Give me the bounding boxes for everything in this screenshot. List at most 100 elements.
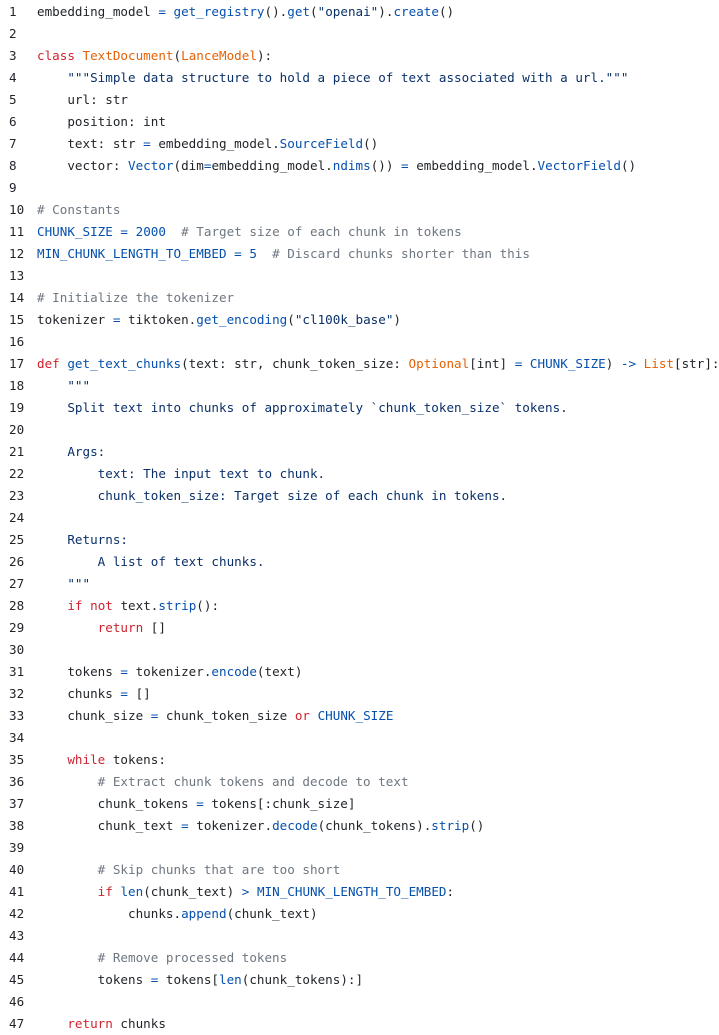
- line-number: 15: [9, 312, 25, 327]
- code-token: embedding_model.: [408, 158, 538, 173]
- code-line: 32 chunks = []: [0, 683, 719, 705]
- line-content: tokenizer = tiktoken.get_encoding("cl100…: [37, 309, 401, 331]
- code-token: "openai": [317, 4, 379, 19]
- line-number: 12: [9, 246, 25, 261]
- line-number: 28: [9, 598, 25, 613]
- code-line: 40 # Skip chunks that are too short: [0, 859, 719, 881]
- code-token: url: str: [37, 92, 128, 107]
- code-token: """: [67, 378, 91, 393]
- line-number: 33: [9, 708, 25, 723]
- code-line: 7 text: str = embedding_model.SourceFiel…: [0, 133, 719, 155]
- code-token: CHUNK_SIZE: [529, 356, 606, 371]
- code-line: 10# Constants: [0, 199, 719, 221]
- line-content: Split text into chunks of approximately …: [37, 397, 568, 419]
- code-token: "cl100k_base": [294, 312, 394, 327]
- code-token: [37, 620, 98, 635]
- line-content: text: str = embedding_model.SourceField(…: [37, 133, 378, 155]
- line-number: 25: [9, 532, 25, 547]
- code-token: not: [90, 598, 113, 613]
- line-number: 23: [9, 488, 25, 503]
- code-token: # Constants: [37, 202, 121, 217]
- line-number: 3: [9, 48, 17, 63]
- code-token: position: int: [37, 114, 166, 129]
- code-token: =: [143, 136, 151, 151]
- line-number: 18: [9, 378, 25, 393]
- line-content: # Initialize the tokenizer: [37, 287, 234, 309]
- line-content: chunks.append(chunk_text): [37, 903, 318, 925]
- code-token: """Simple data structure to hold a piece…: [67, 70, 629, 85]
- line-number: 7: [9, 136, 17, 151]
- line-number: 17: [9, 356, 25, 371]
- code-token: chunk_token_size: Target size of each ch…: [97, 488, 508, 503]
- code-token: [37, 752, 67, 767]
- code-token: get_registry: [173, 4, 265, 19]
- code-token: chunk_text: [37, 818, 182, 833]
- line-content: # Constants: [37, 199, 120, 221]
- code-token: [str]:: [674, 356, 719, 371]
- code-token: """: [67, 576, 91, 591]
- line-number: 16: [9, 334, 25, 349]
- line-content: Returns:: [37, 529, 128, 551]
- line-content: # Extract chunk tokens and decode to tex…: [37, 771, 409, 793]
- code-token: [37, 488, 98, 503]
- code-token: MIN_CHUNK_LENGTH_TO_EMBED: [256, 884, 447, 899]
- code-token: tokenizer.: [128, 664, 212, 679]
- code-line: 39: [0, 837, 719, 859]
- code-token: embedding_model.: [211, 158, 333, 173]
- code-line: 29 return []: [0, 617, 719, 639]
- line-content: MIN_CHUNK_LENGTH_TO_EMBED = 5 # Discard …: [37, 243, 530, 265]
- code-line: 16: [0, 331, 719, 353]
- line-number: 24: [9, 510, 25, 525]
- code-token: [37, 400, 67, 415]
- code-line: 36 # Extract chunk tokens and decode to …: [0, 771, 719, 793]
- code-token: Optional: [408, 356, 470, 371]
- code-line: 34: [0, 727, 719, 749]
- code-line: 44 # Remove processed tokens: [0, 947, 719, 969]
- code-token: [83, 598, 91, 613]
- code-token: [37, 532, 67, 547]
- code-token: [37, 884, 98, 899]
- line-content: tokens = tokens[len(chunk_tokens):]: [37, 969, 363, 991]
- code-token: =: [150, 972, 159, 987]
- code-token: [128, 224, 136, 239]
- line-number: 4: [9, 70, 17, 85]
- code-token: # Remove processed tokens: [97, 950, 288, 965]
- code-line: 21 Args:: [0, 441, 719, 463]
- line-number: 29: [9, 620, 25, 635]
- line-content: A list of text chunks.: [37, 551, 265, 573]
- code-token: def: [37, 356, 60, 371]
- code-line: 28 if not text.strip():: [0, 595, 719, 617]
- code-token: [166, 4, 174, 19]
- code-token: Split text into chunks of approximately …: [67, 400, 568, 415]
- code-line: 14# Initialize the tokenizer: [0, 287, 719, 309]
- code-token: List: [643, 356, 675, 371]
- line-content: embedding_model = get_registry().get("op…: [37, 1, 454, 23]
- code-token: ).: [378, 4, 394, 19]
- line-number: 35: [9, 752, 25, 767]
- line-number: 40: [9, 862, 25, 877]
- code-token: len: [219, 972, 242, 987]
- code-token: get_encoding: [196, 312, 288, 327]
- code-token: []: [143, 620, 166, 635]
- line-number: 32: [9, 686, 25, 701]
- code-token: [37, 378, 67, 393]
- code-token: VectorField: [537, 158, 621, 173]
- code-line: 31 tokens = tokenizer.encode(text): [0, 661, 719, 683]
- code-token: ():: [196, 598, 220, 613]
- code-line: 25 Returns:: [0, 529, 719, 551]
- code-token: LanceModel: [181, 48, 257, 63]
- code-token: (chunk_text): [143, 884, 242, 899]
- line-content: chunks = []: [37, 683, 150, 705]
- code-token: text: str: [37, 136, 144, 151]
- code-token: =: [150, 708, 159, 723]
- code-line: 22 text: The input text to chunk.: [0, 463, 719, 485]
- code-token: [37, 70, 67, 85]
- line-number: 13: [9, 268, 25, 283]
- line-number: 46: [9, 994, 25, 1009]
- line-number: 8: [9, 158, 17, 173]
- code-line: 41 if len(chunk_text) > MIN_CHUNK_LENGTH…: [0, 881, 719, 903]
- code-token: if: [67, 598, 83, 613]
